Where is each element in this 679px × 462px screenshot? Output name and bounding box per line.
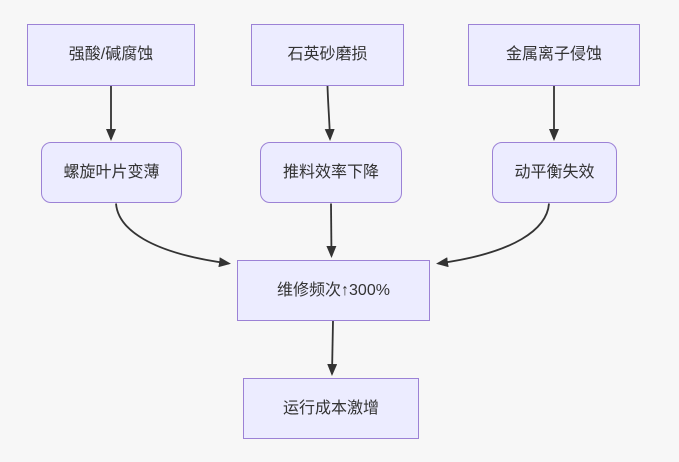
- node-label: 推料效率下降: [282, 163, 379, 181]
- node-label: 螺旋叶片变薄: [63, 163, 160, 181]
- node-label: 运行成本激增: [282, 399, 379, 417]
- node-acid-alkali-corrosion: 强酸/碱腐蚀: [27, 24, 195, 86]
- node-spiral-blade-thinning: 螺旋叶片变薄: [41, 142, 182, 203]
- node-label: 强酸/碱腐蚀: [68, 46, 154, 64]
- node-maintenance-frequency-up-300pct: 维修频次↑300%: [237, 260, 430, 321]
- edge-efficiency-to-maintenance: [326, 203, 337, 258]
- edge-maintenance-to-cost: [327, 320, 338, 376]
- node-pushing-efficiency-drop: 推料效率下降: [260, 142, 402, 203]
- edge-blade-to-maintenance: [115, 203, 231, 268]
- edge-balance-to-maintenance: [436, 203, 550, 268]
- node-dynamic-balance-failure: 动平衡失效: [492, 142, 617, 203]
- node-operating-cost-surge: 运行成本激增: [243, 378, 419, 439]
- node-label: 动平衡失效: [514, 163, 595, 181]
- node-label: 石英砂磨损: [287, 46, 368, 64]
- node-quartz-sand-abrasion: 石英砂磨损: [251, 24, 404, 86]
- edge-quartz-to-efficiency: [324, 85, 335, 141]
- node-metal-ion-erosion: 金属离子侵蚀: [468, 24, 640, 86]
- node-label: 金属离子侵蚀: [505, 46, 602, 64]
- node-label: 维修频次↑300%: [277, 281, 390, 299]
